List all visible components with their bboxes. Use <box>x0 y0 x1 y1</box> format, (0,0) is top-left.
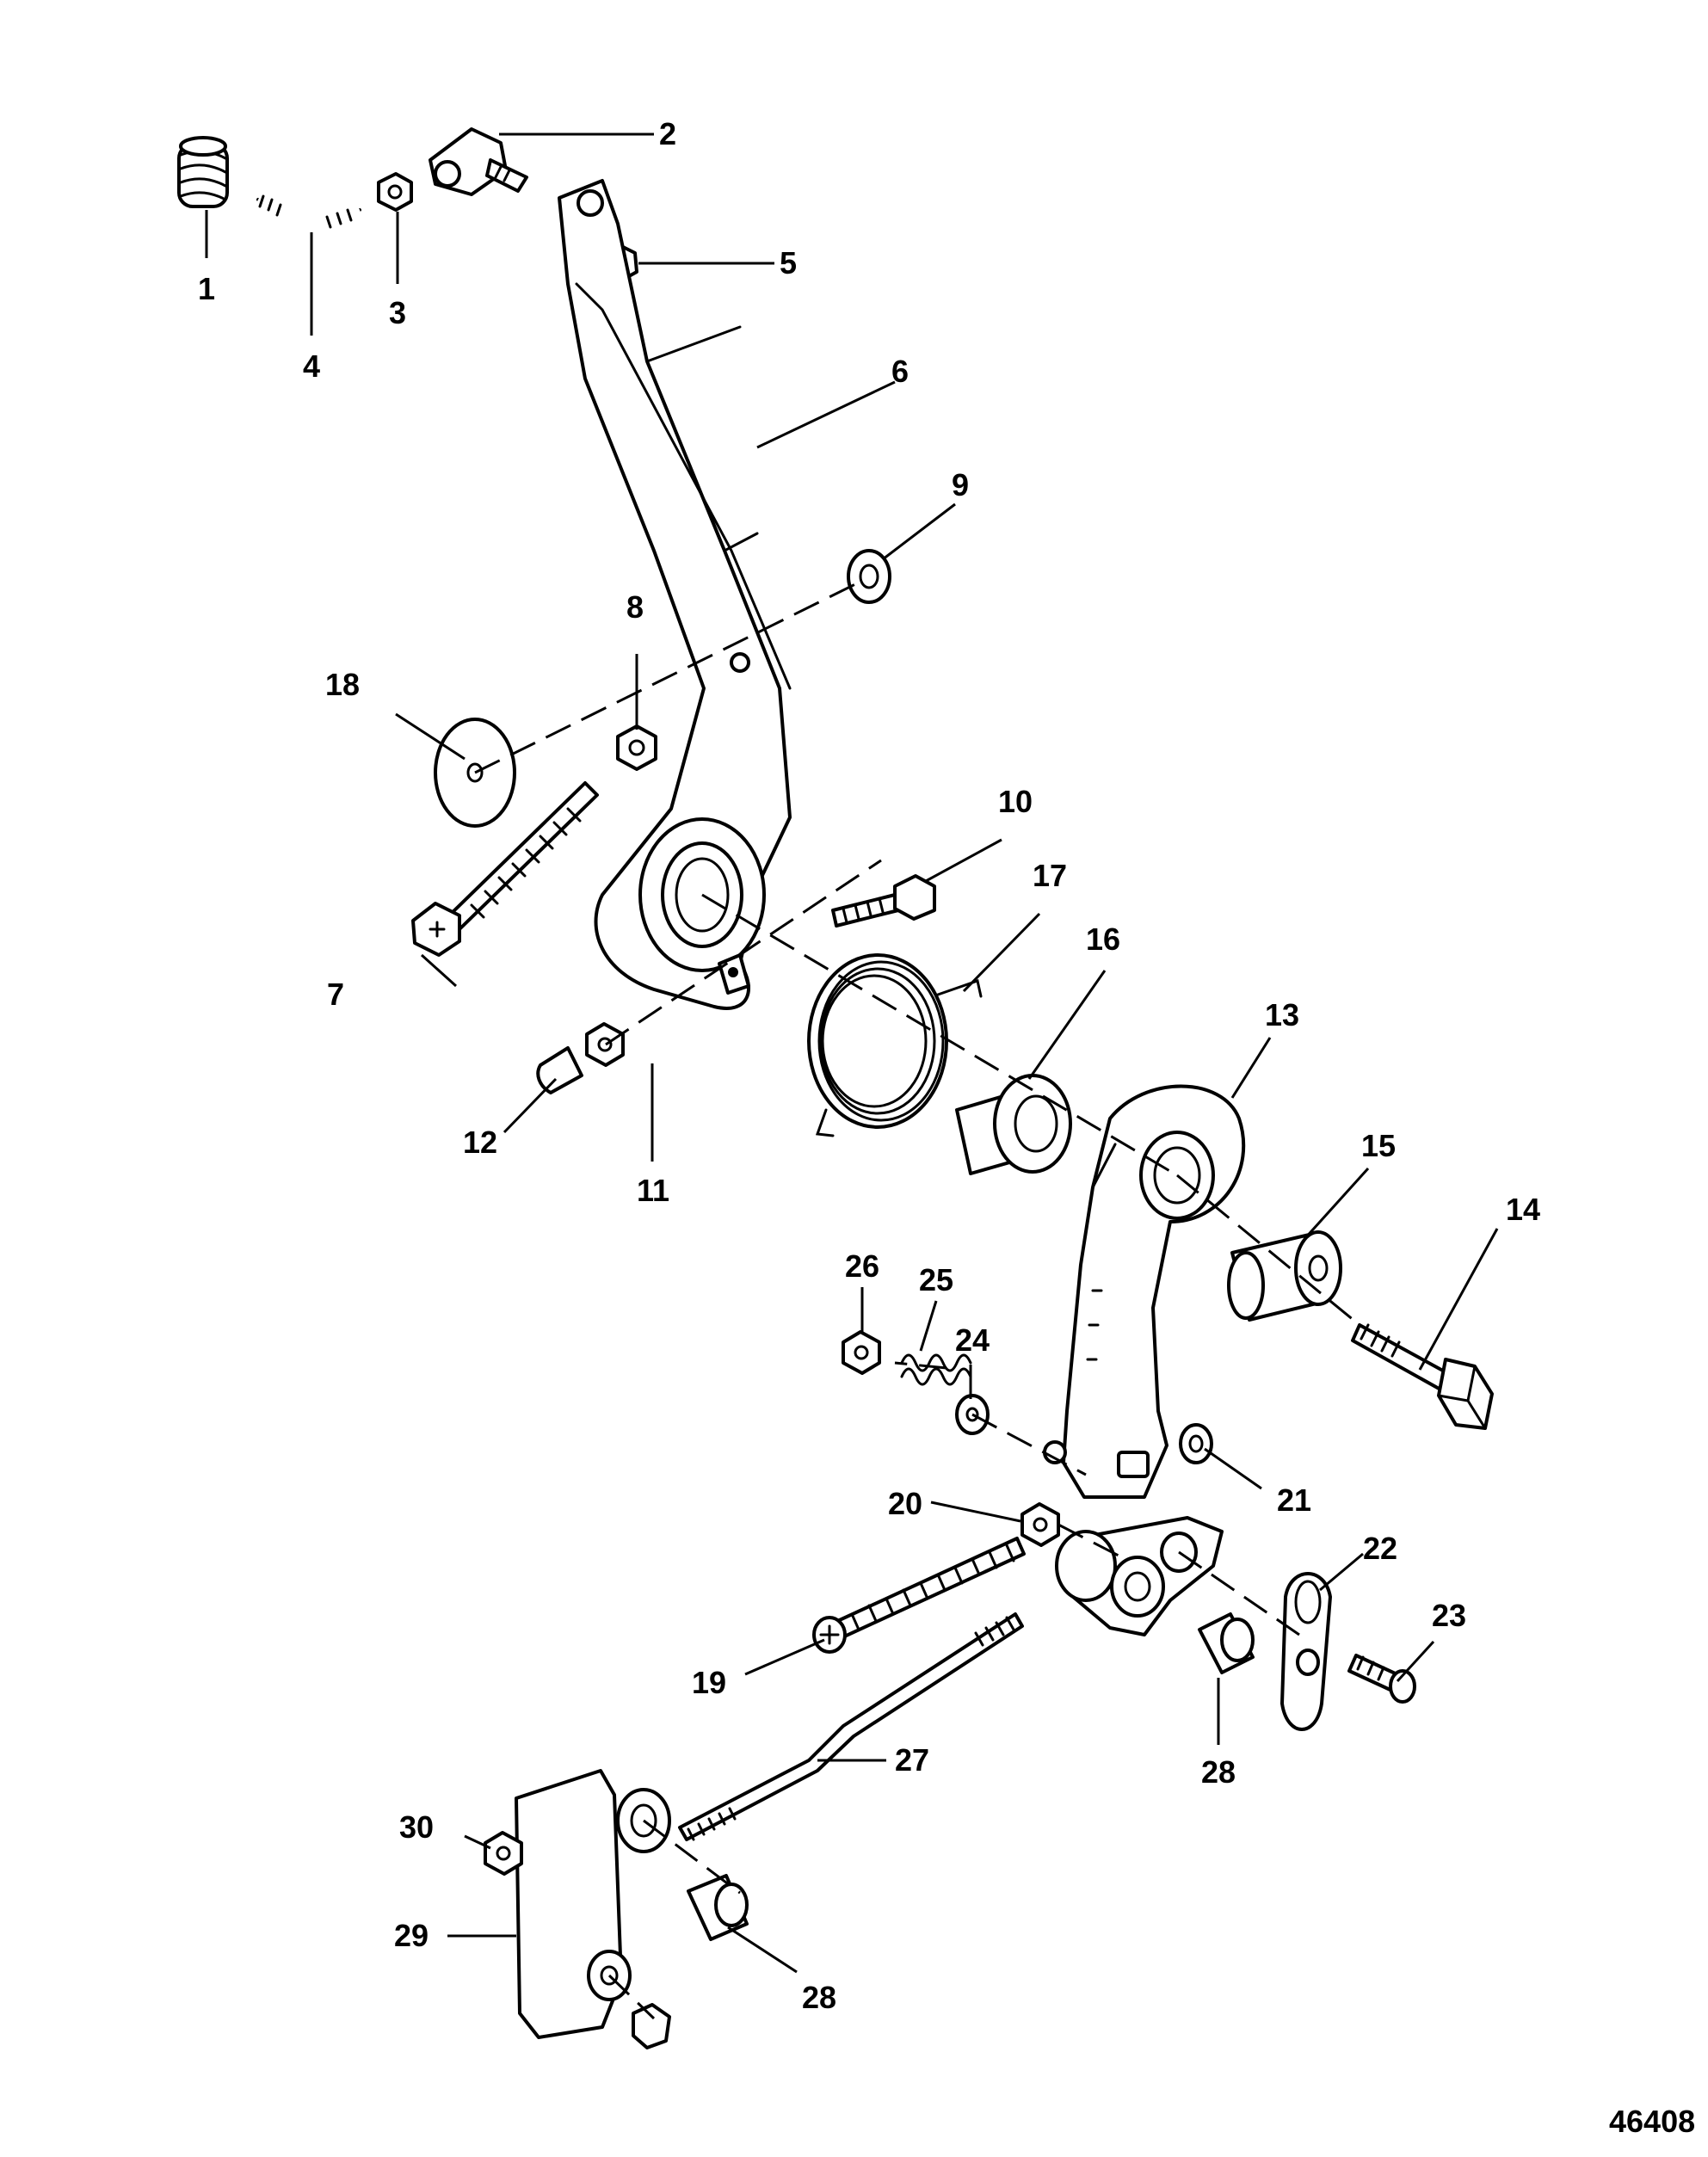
callout-28-lower: 28 <box>802 1980 836 2015</box>
callout-30: 30 <box>399 1809 434 1845</box>
callout-23: 23 <box>1432 1598 1466 1633</box>
part-bushing-16 <box>955 1074 1072 1175</box>
part-small-nut-lower <box>632 2003 671 2049</box>
callout-11: 11 <box>637 1173 669 1208</box>
callout-24: 24 <box>955 1322 990 1358</box>
callout-25: 25 <box>919 1262 953 1297</box>
part-spacer-9 <box>847 549 891 604</box>
part-nut-30 <box>484 1831 523 1876</box>
callout-28-upper: 28 <box>1201 1754 1236 1790</box>
callout-26: 26 <box>845 1248 879 1284</box>
callout-3: 3 <box>389 295 406 330</box>
part-nut-11 <box>585 1022 625 1067</box>
part-shift-rod-27 <box>678 1612 1024 1841</box>
part-nut-20 <box>1020 1502 1060 1547</box>
callout-10: 10 <box>998 784 1033 819</box>
callout-18: 18 <box>325 667 360 702</box>
callout-8: 8 <box>626 589 644 625</box>
part-nut-26 <box>842 1330 881 1375</box>
part-bushing-28-lower <box>687 1874 749 1941</box>
part-bushing-28-upper <box>1198 1612 1255 1674</box>
callout-27: 27 <box>895 1742 929 1778</box>
callout-20: 20 <box>888 1486 922 1521</box>
part-spacer-21 <box>1179 1423 1213 1464</box>
callout-5: 5 <box>780 245 797 280</box>
part-hex-bolt-14 <box>1351 1323 1494 1430</box>
part-screw-7 <box>411 781 599 957</box>
part-cap-12 <box>536 1046 583 1094</box>
callout-15: 15 <box>1361 1128 1396 1163</box>
part-nut-3 <box>377 172 413 212</box>
part-bolt-10 <box>831 874 936 928</box>
part-throttle-arm-6 <box>558 179 792 1010</box>
part-link-rod-4 <box>256 194 362 234</box>
callout-17: 17 <box>1033 858 1067 893</box>
callout-12: 12 <box>463 1125 497 1160</box>
callout-16: 16 <box>1086 921 1120 957</box>
callout-22: 22 <box>1363 1531 1397 1566</box>
callout-21: 21 <box>1277 1482 1311 1518</box>
part-pivot-block <box>1055 1516 1224 1636</box>
callout-1: 1 <box>198 271 215 306</box>
part-nut-8 <box>616 724 657 771</box>
callout-9: 9 <box>952 467 969 502</box>
figure-number: 46408 <box>1609 2104 1696 2139</box>
part-spring-1 <box>177 136 229 208</box>
part-screw-23 <box>1347 1654 1416 1704</box>
part-ball-joint-2 <box>429 127 528 196</box>
callout-19: 19 <box>692 1665 726 1700</box>
part-lever-arm-13 <box>1043 1084 1246 1499</box>
callout-29: 29 <box>394 1918 429 1953</box>
part-torsion-spring-17 <box>807 953 983 1137</box>
callout-6: 6 <box>891 354 909 389</box>
part-plate-29 <box>515 1769 671 2039</box>
assembly-axis-lines <box>474 580 1360 2020</box>
part-spring-25 <box>900 1353 972 1386</box>
callout-13: 13 <box>1265 997 1299 1032</box>
callout-leaders <box>205 133 1499 1974</box>
callout-2: 2 <box>659 116 676 151</box>
part-clip-22 <box>1280 1572 1332 1731</box>
callout-4: 4 <box>303 348 320 384</box>
callout-7: 7 <box>327 977 344 1012</box>
part-screw-19 <box>812 1537 1026 1654</box>
callout-14: 14 <box>1506 1192 1540 1227</box>
callout-labels: 1 2 3 4 5 6 7 8 9 10 11 12 13 14 15 16 1… <box>198 116 1540 2015</box>
part-sleeve-15 <box>1227 1230 1342 1322</box>
